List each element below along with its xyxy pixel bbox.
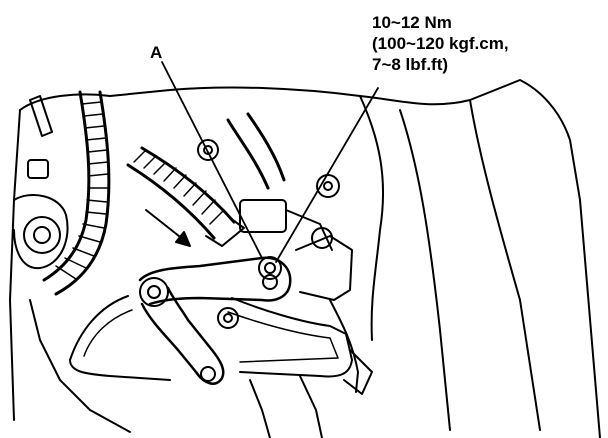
shift-lever-upper	[138, 256, 292, 306]
hose-vertical-edge	[54, 90, 111, 296]
lower-lever	[140, 286, 225, 385]
left-flange	[13, 194, 69, 270]
cover-bolt	[217, 307, 239, 329]
hose-clamp	[205, 217, 245, 247]
torque-spec-line-1: 10~12 Nm	[372, 13, 452, 32]
lower-pivot-inner	[147, 285, 161, 299]
bottom-edge-3	[299, 375, 323, 438]
upper-hose-edge	[246, 112, 286, 182]
direction-arrow-head	[175, 231, 191, 247]
torque-spec-line-3: 7~8 lbf.ft)	[372, 55, 449, 74]
hose-diagonal	[126, 163, 216, 240]
right-housing-lower	[329, 299, 359, 393]
left-plug-inner	[33, 226, 51, 244]
torque-spec: 10~12 Nm (100~120 kgf.cm, 7~8 lbf.ft)	[372, 12, 509, 75]
bottom-edge-2	[249, 379, 271, 438]
cover-plate	[69, 295, 353, 381]
housing-outline	[9, 79, 601, 438]
upper-bolt	[197, 139, 219, 161]
lever-pivot	[262, 274, 278, 290]
housing-rib-2	[399, 109, 451, 431]
direction-arrow-shaft	[145, 209, 185, 241]
lower-lever-end	[200, 366, 216, 382]
bottom-edge	[29, 299, 131, 433]
right-bracket-arm	[343, 349, 373, 395]
hose-vertical-ribs	[55, 101, 109, 280]
upper-hose	[226, 118, 270, 190]
lower-pivot	[139, 277, 169, 307]
lever-bolt	[258, 256, 282, 280]
lever-bolt-inner	[264, 262, 276, 274]
hose-diagonal-edge	[140, 146, 236, 224]
left-plug	[23, 216, 61, 254]
cover-bolt-inner	[223, 313, 233, 323]
right-fitting	[311, 227, 333, 249]
hose-diagonal-ribs	[133, 149, 225, 225]
callout-label-a: A	[150, 43, 163, 62]
leader-line-torque	[275, 87, 379, 263]
sensor-lead	[285, 209, 333, 251]
right-bracket	[295, 235, 353, 301]
housing-rib-3	[469, 99, 541, 431]
torque-spec-line-2: (100~120 kgf.cm,	[372, 34, 509, 53]
cover-plate-inner	[83, 309, 339, 363]
housing-rib	[359, 95, 385, 341]
left-bolt-head	[27, 159, 49, 179]
left-hose-bracket	[29, 95, 53, 137]
leader-line-a	[161, 61, 263, 259]
right-bolt-inner	[323, 181, 333, 191]
